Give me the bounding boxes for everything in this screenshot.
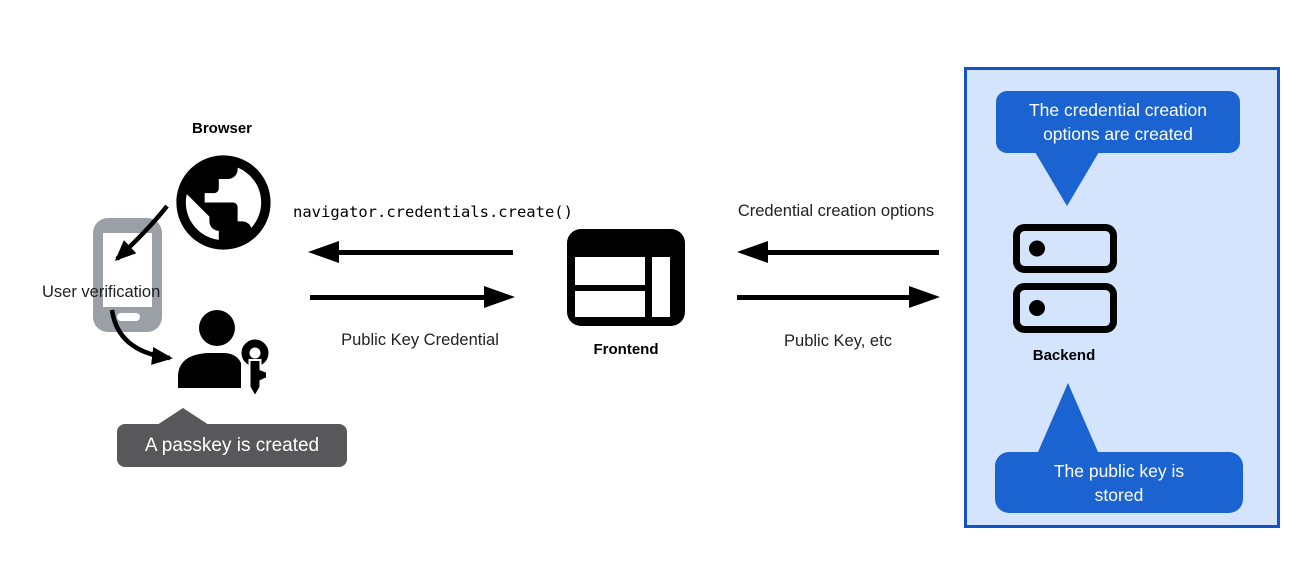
- navigator-credentials-create-label: navigator.credentials.create(): [293, 203, 573, 221]
- callout-pointer-up: [1038, 383, 1098, 452]
- globe-browser-icon: [167, 146, 280, 259]
- backend-panel: The credential creation options are crea…: [964, 67, 1280, 528]
- credential-creation-options-label: Credential creation options: [737, 202, 935, 220]
- arrow-head-right: [484, 286, 515, 308]
- arrow-head-right: [909, 286, 940, 308]
- credential-options-callout: The credential creation options are crea…: [996, 91, 1240, 153]
- passkey-created-tooltip: A passkey is created: [117, 408, 347, 467]
- arrow-shaft: [337, 249, 513, 255]
- arrow-head-left: [308, 241, 339, 263]
- public-key-stored-callout-text: The public key is stored: [1053, 460, 1185, 505]
- arrow-shaft: [310, 294, 486, 300]
- tooltip-pointer-up: [157, 408, 209, 425]
- passkey-created-text: A passkey is created: [144, 435, 320, 456]
- frontend-window-icon: [567, 229, 685, 326]
- frontend-title: Frontend: [593, 341, 659, 358]
- arrow-head-left: [737, 241, 768, 263]
- user-passkey-icon: [175, 308, 270, 398]
- public-key-credential-label: Public Key Credential: [341, 331, 499, 349]
- phone-icon: [93, 218, 162, 332]
- verification-flow-arrows: [90, 195, 215, 370]
- callout-pointer-down: [1035, 152, 1099, 206]
- backend-title: Backend: [1032, 347, 1096, 364]
- public-key-etc-label: Public Key, etc: [784, 332, 892, 350]
- user-verification-label: User verification: [42, 283, 161, 301]
- arrow-shaft: [737, 294, 911, 300]
- backend-server-icon: [1013, 224, 1117, 334]
- arrow-shaft: [766, 249, 939, 255]
- browser-title: Browser: [191, 120, 253, 137]
- public-key-stored-callout: The public key is stored: [995, 452, 1243, 513]
- credential-options-callout-text: The credential creation options are crea…: [1028, 100, 1208, 144]
